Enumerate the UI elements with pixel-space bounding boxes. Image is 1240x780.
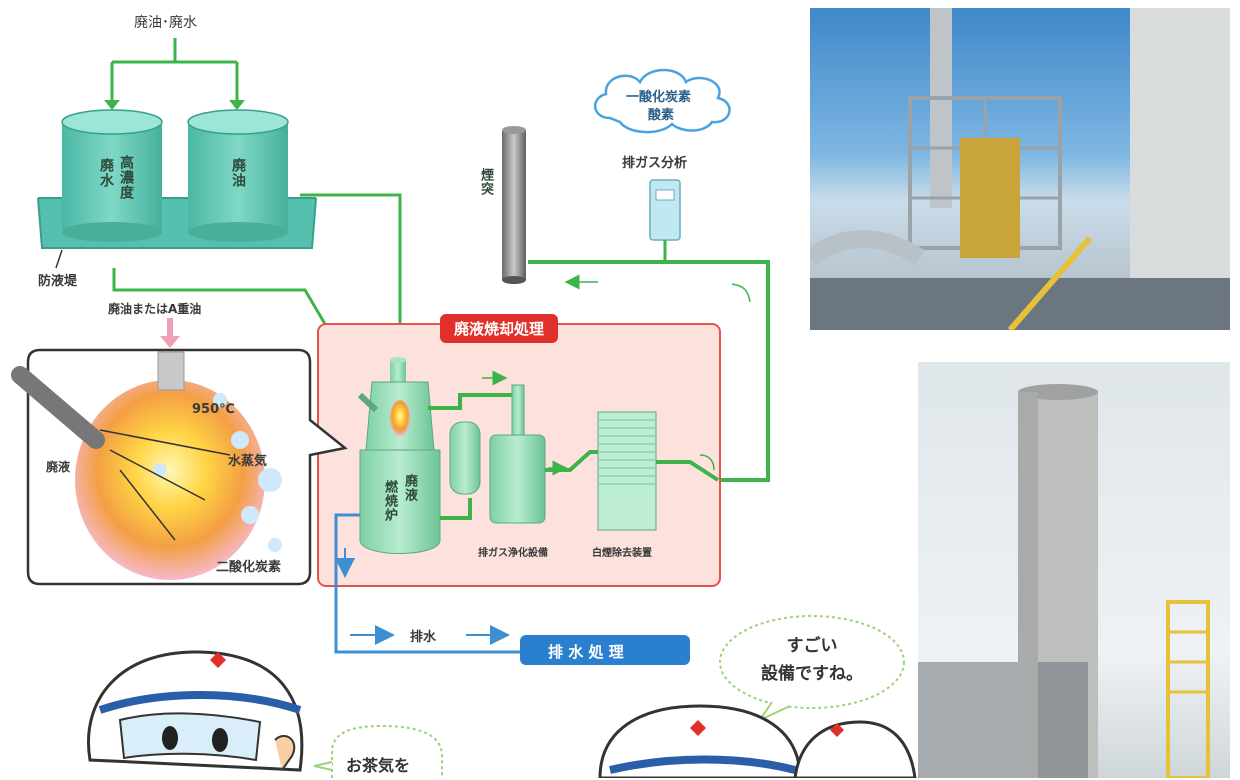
- co2-label: 二酸化炭素: [216, 560, 282, 575]
- cloud-text-1: 一酸化炭素: [626, 90, 692, 105]
- plant-photo-top: [810, 8, 1230, 330]
- helmet-logo-icon-2: [690, 720, 706, 736]
- section-title: 廃液焼却処理: [440, 314, 559, 343]
- flow-oil-to-furnace: [300, 193, 415, 365]
- gas-purification-unit: [489, 434, 546, 524]
- smoke-removal-unit: [597, 411, 657, 531]
- smoke-removal-label: 白煙除去装置: [592, 548, 652, 559]
- flow-drainage: [334, 513, 522, 654]
- speech-right-line2: 設備ですね。: [761, 664, 863, 684]
- character-visitors: [598, 704, 917, 778]
- gas-analyzer: [649, 179, 681, 262]
- temperature-label: 950℃: [192, 402, 235, 417]
- speech-right-line1: すごい: [786, 636, 838, 656]
- tank-left-label-1: 高濃度: [118, 155, 134, 200]
- drainage-treatment-label: 排 水 処 理: [548, 643, 624, 661]
- speech-bubble-left: [313, 724, 443, 778]
- tank-right-label: 廃油: [230, 158, 246, 188]
- waste-liquid-label: 廃液: [46, 460, 71, 474]
- cloud-text-2: 酸素: [648, 108, 675, 123]
- plant-photo-bottom: [918, 362, 1230, 778]
- character-guide: [87, 650, 304, 772]
- input-label: 廃油･廃水: [134, 15, 197, 31]
- furnace-label-1: 廃液: [402, 474, 417, 502]
- tank-left-label-2: 廃水: [98, 158, 114, 188]
- helmet-logo-icon: [210, 652, 226, 668]
- speech-bubble-right: [719, 615, 905, 722]
- drainage-label: 排水: [410, 630, 437, 645]
- cyclone-column: [449, 421, 481, 495]
- drainage-box: [520, 635, 690, 665]
- process-diagram: [11, 38, 770, 665]
- speech-left-text: お茶気を: [346, 756, 411, 775]
- flow-exhaust-loop: [528, 260, 770, 482]
- emission-cloud: [594, 68, 731, 134]
- tank-waste-oil: [187, 109, 289, 242]
- combustion-furnace: [357, 357, 441, 554]
- oil-feed-label: 廃油またはA重油: [108, 302, 202, 316]
- exhaust-analysis-label: 排ガス分析: [622, 156, 688, 171]
- input-arrow-left: [104, 100, 120, 110]
- furnace-label-2: 燃焼炉: [382, 480, 397, 522]
- input-arrow-right: [229, 100, 245, 110]
- input-branch-line: [110, 38, 239, 105]
- helmet-logo-icon-3: [830, 723, 844, 737]
- steam-label: 水蒸気: [228, 454, 268, 469]
- chimney: [502, 126, 526, 284]
- tank-high-concentration: [61, 109, 163, 242]
- dike-label: 防液堤: [38, 274, 78, 289]
- gas-purification-label: 排ガス浄化設備: [478, 548, 548, 559]
- chimney-label: 煙突: [478, 168, 493, 196]
